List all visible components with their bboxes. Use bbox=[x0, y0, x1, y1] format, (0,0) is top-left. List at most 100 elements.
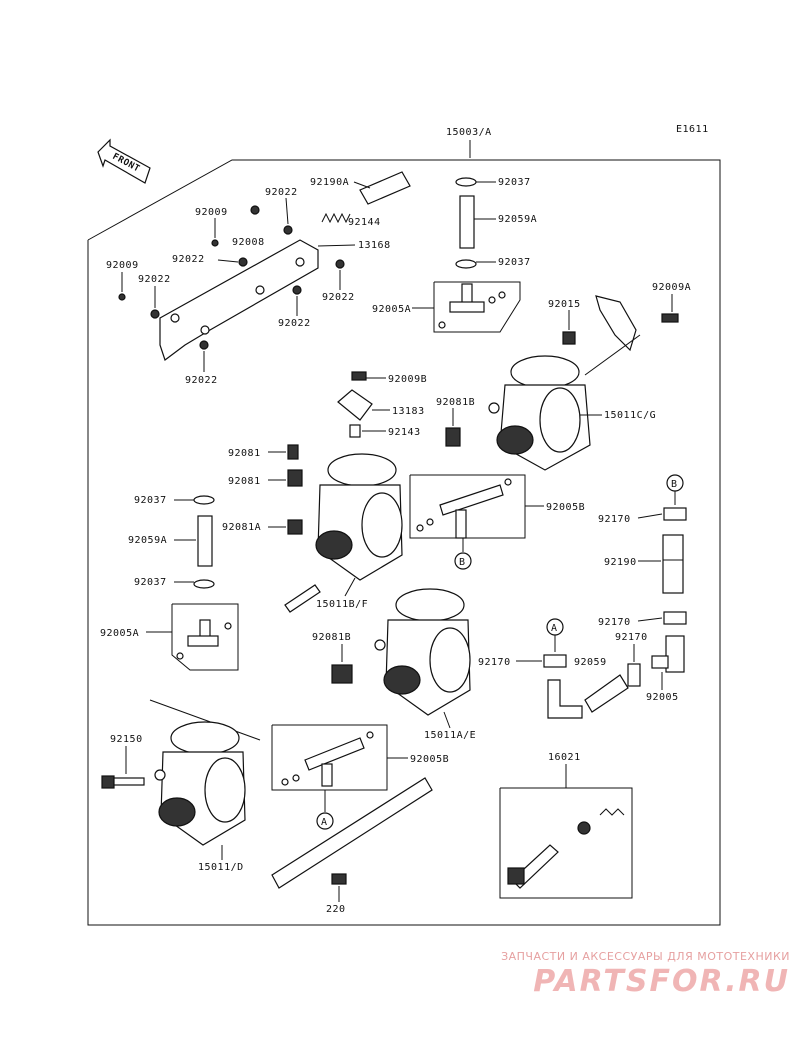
callout-15011CG: 15011C/G bbox=[604, 410, 656, 421]
bracket-92009A bbox=[595, 295, 679, 352]
marker-B-1-text: B bbox=[459, 557, 466, 568]
assembly-label: 15003/A bbox=[446, 127, 492, 138]
marker-A-1-text: A bbox=[551, 623, 558, 634]
callout-92005: 92005 bbox=[646, 692, 679, 703]
watermark-logo: PARTSFOR.RU bbox=[533, 964, 790, 999]
screw-92081 bbox=[287, 444, 299, 460]
callout-labels: 92190A 92037 92144 92059A 92022 92009 92… bbox=[100, 177, 691, 915]
callout-92170-b: 92170 bbox=[598, 617, 631, 628]
choke-assembly-frame bbox=[499, 787, 633, 899]
callout-92022-d: 92022 bbox=[322, 292, 355, 303]
screw-220 bbox=[331, 873, 347, 885]
hose-92190 bbox=[662, 534, 684, 594]
choke-16021 bbox=[507, 808, 625, 889]
callout-92009B: 92009B bbox=[388, 374, 427, 385]
carburetor-15011BF bbox=[284, 453, 403, 613]
callout-92170-d: 92170 bbox=[478, 657, 511, 668]
callout-92143: 92143 bbox=[388, 427, 421, 438]
callout-92081-screw: 92081 bbox=[228, 448, 261, 459]
callout-13183: 13183 bbox=[392, 406, 425, 417]
tube-92059A-top bbox=[455, 177, 477, 269]
clamp-92170-a bbox=[663, 507, 687, 521]
carburetor-15011D bbox=[154, 721, 246, 846]
hose-92059 bbox=[584, 674, 629, 713]
washer-parts bbox=[118, 205, 345, 350]
callout-92009-b: 92009 bbox=[106, 260, 139, 271]
callout-92005B-lower: 92005B bbox=[410, 754, 449, 765]
fitting-92005B-lower bbox=[281, 731, 374, 787]
callout-13168: 13168 bbox=[358, 240, 391, 251]
callout-92022-f: 92022 bbox=[185, 375, 218, 386]
fitting-92005B-upper bbox=[416, 478, 512, 539]
callout-92059: 92059 bbox=[574, 657, 607, 668]
tube-92059A-left bbox=[193, 495, 215, 589]
needle-92143 bbox=[349, 424, 361, 438]
callout-15011BF: 15011B/F bbox=[316, 599, 368, 610]
callout-92170-c: 92170 bbox=[615, 632, 648, 643]
nut-92015 bbox=[562, 331, 576, 345]
callout-92022-b: 92022 bbox=[172, 254, 205, 265]
marker-A-2 bbox=[316, 812, 334, 830]
pipe-92005 bbox=[665, 635, 685, 673]
callout-92005A-left: 92005A bbox=[100, 628, 139, 639]
marker-B-2-text: B bbox=[671, 479, 678, 490]
callout-92037-c: 92037 bbox=[134, 495, 167, 506]
clamp-92170-d bbox=[543, 654, 567, 668]
callout-92005A-top: 92005A bbox=[372, 304, 411, 315]
assembly-frame bbox=[87, 159, 721, 926]
plate-13183 bbox=[337, 389, 373, 421]
fitting-92005A-top bbox=[438, 283, 506, 329]
bolt-92150 bbox=[101, 775, 145, 789]
callout-92037-b: 92037 bbox=[498, 257, 531, 268]
callout-92190: 92190 bbox=[604, 557, 637, 568]
callout-92081B-lower: 92081B bbox=[312, 632, 351, 643]
fitting-92005A-left bbox=[176, 619, 232, 660]
fitting-92005A-left-frame bbox=[171, 603, 239, 671]
spring-92144 bbox=[321, 212, 351, 224]
throttle-shaft bbox=[271, 777, 433, 889]
spring-92081B-lower bbox=[331, 664, 353, 684]
fitting-92005B-lower-frame bbox=[271, 724, 388, 791]
hose-92059-elbow bbox=[547, 679, 583, 719]
carburetor-15011CG bbox=[488, 355, 591, 471]
marker-A-2-text: A bbox=[321, 817, 328, 828]
callout-92081-spring: 92081 bbox=[228, 476, 261, 487]
spring-92081 bbox=[287, 469, 303, 487]
assy-divider bbox=[149, 699, 261, 741]
screw-92009B bbox=[351, 371, 367, 381]
bracket-13168 bbox=[159, 239, 319, 361]
spring-92081A bbox=[287, 519, 303, 535]
spring-92081B bbox=[445, 427, 461, 447]
callout-92037-a: 92037 bbox=[498, 177, 531, 188]
callout-92081A: 92081A bbox=[222, 522, 261, 533]
carburetor-15011AE bbox=[374, 588, 471, 716]
clamp-92170-b bbox=[663, 611, 687, 625]
callout-92022-a: 92022 bbox=[265, 187, 298, 198]
callout-92144: 92144 bbox=[348, 217, 381, 228]
callout-92059A-left: 92059A bbox=[128, 535, 167, 546]
callout-92190A: 92190A bbox=[310, 177, 349, 188]
callout-92009A: 92009A bbox=[652, 282, 691, 293]
callout-15011AE: 15011A/E bbox=[424, 730, 476, 741]
marker-B-1 bbox=[454, 552, 472, 570]
callout-92015: 92015 bbox=[548, 299, 581, 310]
callout-92022-c: 92022 bbox=[138, 274, 171, 285]
diagram-code: E1611 bbox=[676, 124, 709, 135]
callout-92022-e: 92022 bbox=[278, 318, 311, 329]
callout-92037-d: 92037 bbox=[134, 577, 167, 588]
callout-16021: 16021 bbox=[548, 752, 581, 763]
callout-92081B: 92081B bbox=[436, 397, 475, 408]
fitting-92005A-frame bbox=[433, 281, 521, 333]
callout-92005B-upper: 92005B bbox=[546, 502, 585, 513]
callout-92008: 92008 bbox=[232, 237, 265, 248]
callout-15011D: 15011/D bbox=[198, 862, 244, 873]
clamp-92170-c bbox=[627, 663, 641, 687]
callout-92170-a: 92170 bbox=[598, 514, 631, 525]
watermark-tagline: ЗАПЧАСТИ И АКСЕССУАРЫ ДЛЯ МОТОТЕХНИКИ bbox=[501, 950, 790, 963]
callout-92150: 92150 bbox=[110, 734, 143, 745]
front-arrow-icon: FRONT bbox=[97, 138, 151, 184]
pipe-92005-tee bbox=[651, 655, 669, 669]
callout-92059A-top: 92059A bbox=[498, 214, 537, 225]
tube-92190A bbox=[359, 171, 411, 205]
